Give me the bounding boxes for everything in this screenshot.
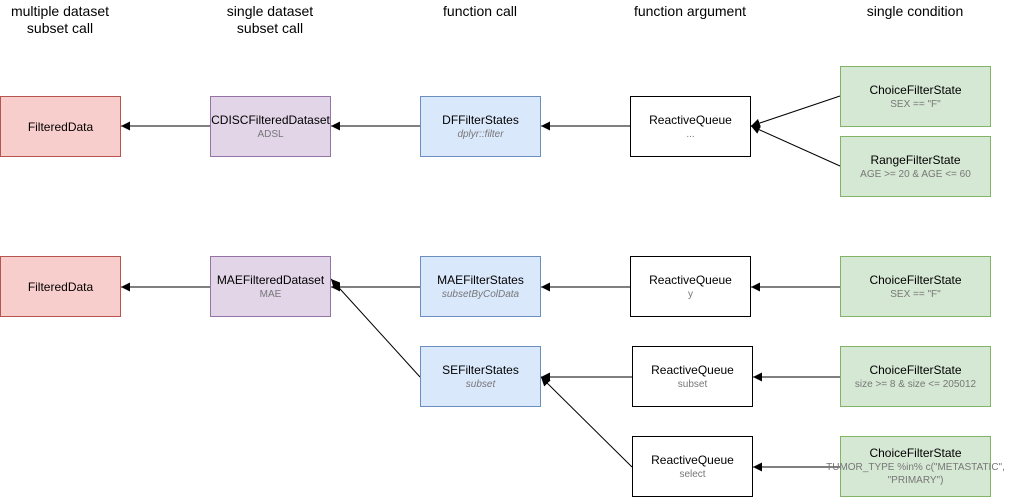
reactive-queue-node-select: ReactiveQueue select: [632, 436, 753, 497]
node-title: MAEFilteredDataset: [216, 272, 325, 287]
df-filter-states-node: DFFilterStates dplyr::filter: [420, 96, 541, 157]
node-subtitle: dplyr::filter: [457, 128, 504, 140]
header-multiple-dataset: multiple dataset subset call: [10, 3, 110, 36]
header-function-call: function call: [443, 3, 517, 19]
choice-filter-state-node-1: ChoiceFilterState SEX == "F": [840, 66, 991, 127]
node-subtitle: AGE >= 20 & AGE <= 60: [860, 168, 971, 180]
node-subtitle: subsetByColData: [441, 288, 520, 300]
mae-filter-states-node: MAEFilterStates subsetByColData: [420, 256, 541, 317]
node-title: ReactiveQueue: [649, 112, 732, 127]
node-title: RangeFilterState: [870, 152, 961, 167]
se-filter-states-node: SEFilterStates subset: [420, 346, 541, 407]
node-subtitle: subset: [677, 378, 708, 390]
node-subtitle: select: [679, 468, 706, 480]
node-subtitle: ADSL: [257, 128, 284, 140]
node-title: DFFilterStates: [442, 112, 519, 127]
node-title: ReactiveQueue: [651, 362, 734, 377]
node-title: ReactiveQueue: [651, 452, 734, 467]
node-title: MAEFilterStates: [437, 272, 524, 287]
node-subtitle: subset: [465, 378, 496, 390]
edge-range-to-queue: [750, 125, 841, 167]
header-single-condition: single condition: [866, 3, 964, 19]
cdisc-filtered-dataset-node: CDISCFilteredDataset ADSL: [210, 96, 331, 157]
reactive-queue-node-1: ReactiveQueue ...: [630, 96, 751, 157]
node-subtitle: y: [688, 288, 693, 300]
node-subtitle: SEX == "F": [890, 288, 941, 300]
mae-filtered-dataset-node: MAEFilteredDataset MAE: [210, 256, 331, 317]
node-subtitle: TUMOR_TYPE %in% c("METASTATIC", "PRIMARY…: [826, 462, 1005, 486]
node-subtitle: ...: [686, 128, 695, 140]
reactive-queue-node-y: ReactiveQueue y: [630, 256, 751, 317]
node-title: FilteredData: [27, 119, 94, 134]
node-title: ChoiceFilterState: [869, 82, 962, 97]
node-title: CDISCFilteredDataset: [211, 112, 330, 127]
choice-filter-state-node-4: ChoiceFilterState TUMOR_TYPE %in% c("MET…: [826, 436, 1005, 497]
reactive-queue-node-subset: ReactiveQueue subset: [632, 346, 753, 407]
node-title: ChoiceFilterState: [869, 446, 962, 460]
node-title: SEFilterStates: [442, 362, 519, 377]
header-single-dataset: single dataset subset call: [226, 3, 314, 36]
filtered-data-node-2: FilteredData: [0, 256, 121, 317]
node-subtitle: SEX == "F": [890, 98, 941, 110]
edge-selectqueue-to-sestates: [540, 376, 633, 468]
choice-filter-state-node-3: ChoiceFilterState size >= 8 & size <= 20…: [840, 346, 991, 407]
node-title: ChoiceFilterState: [869, 362, 962, 377]
edge-sestates-to-dataset: [330, 278, 421, 378]
range-filter-state-node: RangeFilterState AGE >= 20 & AGE <= 60: [840, 136, 991, 197]
node-title: ReactiveQueue: [649, 272, 732, 287]
node-subtitle: size >= 8 & size <= 205012: [854, 378, 977, 390]
node-subtitle: MAE: [259, 288, 282, 300]
node-title: ChoiceFilterState: [869, 272, 962, 287]
filtered-data-node-1: FilteredData: [0, 96, 121, 157]
node-title: FilteredData: [27, 279, 94, 294]
header-function-argument: function argument: [633, 3, 747, 19]
edge-choice-to-queue: [750, 95, 841, 128]
choice-filter-state-node-2: ChoiceFilterState SEX == "F": [840, 256, 991, 317]
